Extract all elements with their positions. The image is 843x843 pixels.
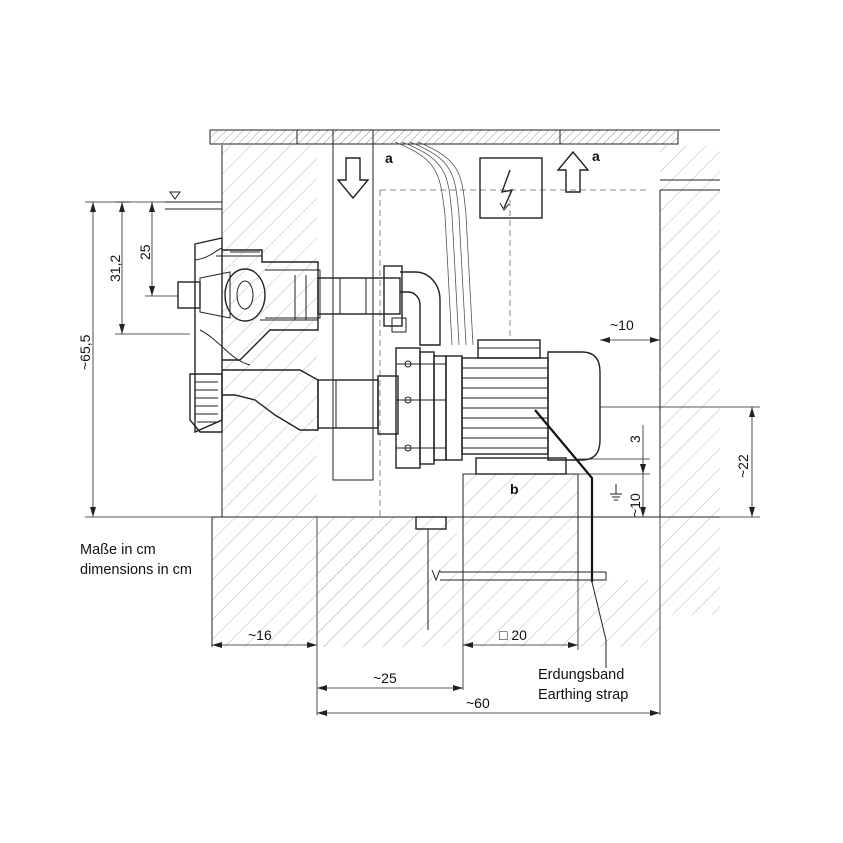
ground-symbol-icon: [610, 484, 622, 501]
dim-10-top: [600, 337, 660, 343]
earthing-strap-label: Erdungsband Earthing strap: [538, 665, 628, 705]
dim-25: [145, 202, 178, 297]
dim-label-65-5: ~65,5: [77, 334, 93, 370]
pressure-pipe: [317, 265, 441, 346]
dim-25-bottom: [317, 685, 463, 691]
dim-label-60: ~60: [466, 695, 490, 711]
dim-label-10-bottom: ~10: [627, 493, 643, 517]
dim-22: [749, 407, 755, 517]
dim-31-2: [115, 201, 190, 335]
dim-65-5: [85, 201, 212, 518]
dim-label-10-top: ~10: [610, 317, 634, 333]
earthing-strap-label-de: Erdungsband: [538, 667, 625, 683]
pipe-channel: [332, 129, 374, 481]
suction-pipe: [317, 375, 399, 435]
dim-label-25-bottom: ~25: [373, 670, 397, 686]
units-note-en: dimensions in cm: [80, 562, 193, 578]
dim-16: [212, 642, 317, 648]
suction-grille: [189, 373, 223, 433]
dim-3: [640, 425, 646, 474]
units-note-de: Maße in cm: [80, 542, 156, 558]
arrow-down-icon: [336, 157, 370, 200]
hoses: [394, 141, 474, 346]
pump-flange: [395, 347, 447, 469]
electrical-box: [479, 157, 543, 219]
dim-label-31-2: 31,2: [107, 255, 123, 282]
earthing-strap-label-en: Earthing strap: [538, 687, 629, 703]
dim-label-20: □ 20: [499, 627, 527, 643]
label-a-left: a: [385, 150, 393, 166]
label-a-right: a: [592, 148, 600, 164]
dim-label-16: ~16: [248, 627, 272, 643]
housing-body: [216, 249, 319, 431]
dim-20: [463, 642, 578, 648]
pump-pedestal: [462, 473, 579, 581]
nozzle-jet: [177, 268, 321, 322]
dim-10-bottom: [640, 474, 646, 517]
shaft-floor: [317, 517, 661, 647]
pump-motor: [445, 339, 601, 475]
outer-wall: [659, 145, 720, 615]
dim-label-25: 25: [137, 244, 153, 260]
cable-route-outline: [379, 189, 650, 520]
floor-drain: [415, 516, 447, 630]
label-b: b: [510, 481, 519, 497]
arrow-up-icon: [556, 150, 590, 193]
dim-label-3: 3: [627, 435, 643, 443]
deck-slab: [209, 129, 720, 145]
units-note: Maße in cm dimensions in cm: [80, 540, 192, 580]
dim-60: [317, 710, 660, 716]
water-level: [165, 191, 222, 210]
dim-label-22: ~22: [735, 454, 751, 478]
